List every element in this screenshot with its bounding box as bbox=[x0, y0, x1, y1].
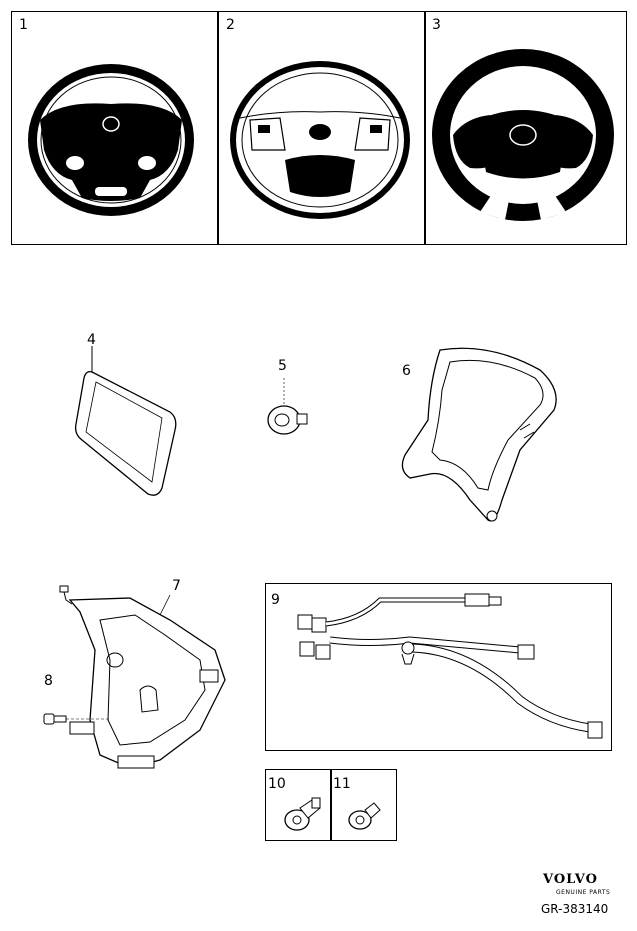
callout-7: 7 bbox=[172, 578, 181, 594]
callout-11: 11 bbox=[333, 776, 351, 792]
panel-wiring-harness bbox=[265, 583, 612, 751]
panel-steering-wheel-3 bbox=[424, 11, 627, 245]
drawing-number: GR-383140 bbox=[541, 902, 609, 916]
panel-screws-divider bbox=[330, 769, 332, 841]
panel-steering-wheel-2 bbox=[217, 11, 426, 245]
callout-1: 1 bbox=[19, 17, 28, 33]
part-6-trim-cover bbox=[401, 347, 557, 522]
volvo-logo: VOLVO bbox=[543, 872, 598, 887]
part-7-bracket bbox=[59, 585, 226, 769]
callout-9: 9 bbox=[271, 592, 280, 608]
callout-3: 3 bbox=[432, 17, 441, 33]
part-5-clip bbox=[267, 378, 308, 435]
callout-10: 10 bbox=[268, 776, 286, 792]
callout-5: 5 bbox=[278, 358, 287, 374]
callout-2: 2 bbox=[226, 17, 235, 33]
part-8-screw bbox=[43, 713, 110, 725]
callout-8: 8 bbox=[44, 673, 53, 689]
steering-wheel-3 bbox=[432, 49, 614, 221]
part-11-screw bbox=[348, 802, 381, 830]
callout-6: 6 bbox=[402, 363, 411, 379]
part-10-screw bbox=[284, 797, 321, 831]
callout-4: 4 bbox=[87, 332, 96, 348]
part-4-pad bbox=[74, 346, 177, 496]
part-9-wiring-harness bbox=[297, 593, 603, 739]
panel-steering-wheel-1 bbox=[11, 11, 219, 245]
steering-wheel-1 bbox=[28, 64, 194, 216]
steering-wheel-2 bbox=[230, 61, 410, 219]
volvo-logo-tagline: GENUINE PARTS bbox=[556, 889, 611, 896]
